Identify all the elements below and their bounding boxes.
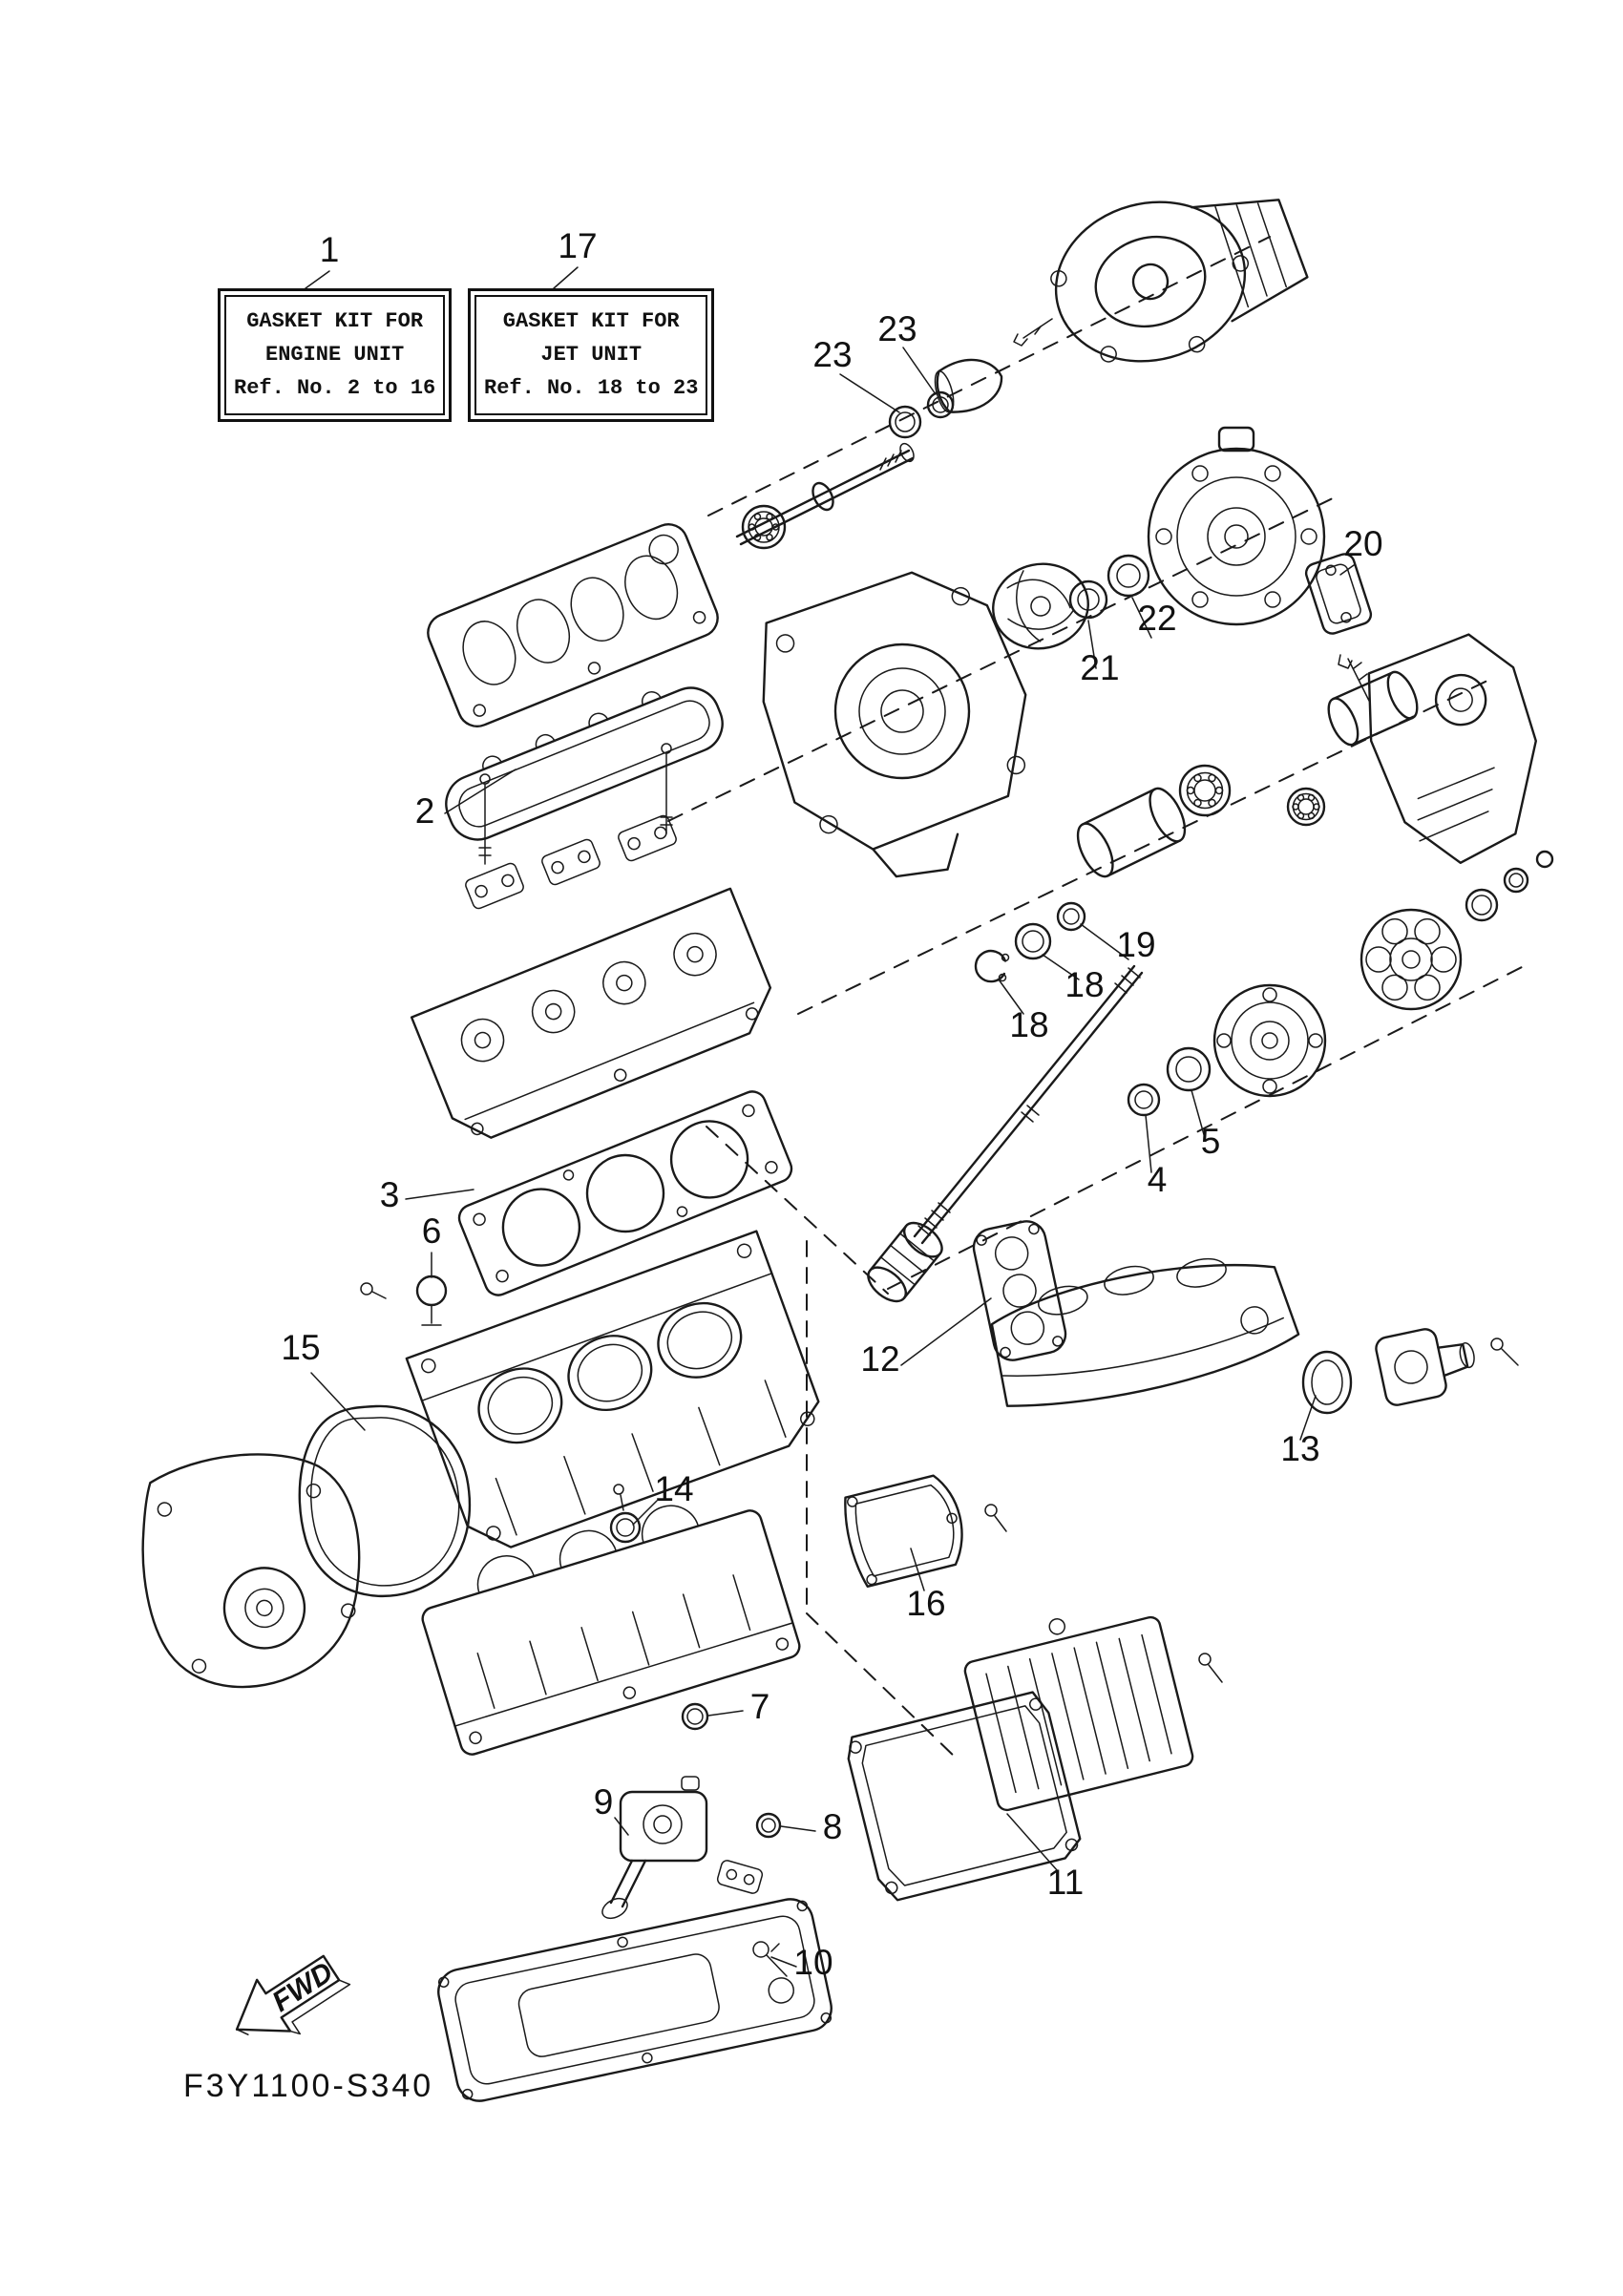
- camshaft-caps: [465, 814, 677, 910]
- jet-pump-stator-housing: [1050, 199, 1309, 363]
- circlip-18: [974, 949, 1010, 983]
- intermediate-drive-shaft: [735, 442, 915, 550]
- callout-19: 19: [1116, 925, 1155, 964]
- callout-20: 20: [1343, 524, 1382, 563]
- pump-housing-bolt: [1013, 318, 1053, 347]
- callout-9: 9: [594, 1782, 614, 1822]
- o-ring-8: [755, 1812, 782, 1839]
- callout-1: 1: [320, 230, 340, 269]
- cylinder-head-cover-gasket-2: [445, 686, 724, 841]
- oil-cooler-gasket-11: [847, 1691, 1082, 1902]
- kit-jet-line-1: GASKET KIT FOR: [502, 309, 680, 333]
- bearing-spacer-tube: [1076, 787, 1187, 878]
- o-ring-19: [1056, 901, 1086, 932]
- gasket-20: [1304, 553, 1373, 635]
- gasket-20-bolt: [1338, 654, 1370, 702]
- oil-seal-22: [1107, 554, 1150, 598]
- outlet-joint-13: [1301, 1350, 1353, 1415]
- washer-18: [1014, 922, 1052, 960]
- o-ring-14: [609, 1484, 642, 1544]
- jet-nozzle-bracket: [1367, 633, 1537, 864]
- coupling-damper: [1360, 908, 1463, 1011]
- oil-cooler: [963, 1615, 1194, 1812]
- o-ring-7: [681, 1702, 709, 1731]
- callout-22: 22: [1137, 599, 1176, 638]
- gasket-kit-engine-label-box: GASKET KIT FOR ENGINE UNIT Ref. No. 2 to…: [218, 288, 453, 422]
- callout-17: 17: [558, 226, 597, 265]
- callout-14: 14: [654, 1469, 693, 1508]
- callout-15: 15: [281, 1328, 320, 1367]
- oil-seal-21: [1068, 579, 1108, 620]
- outlet-fitting: [1375, 1328, 1475, 1406]
- generator-cover: [141, 1453, 361, 1689]
- generator-cover-gasket-15: [298, 1404, 472, 1598]
- spacer-sleeve: [1327, 670, 1419, 747]
- oil-pipe-bracket: [716, 1860, 764, 1894]
- kit-jet-line-2: JET UNIT: [540, 343, 643, 368]
- drawing-code: F3Y1100-S340: [183, 2068, 433, 2104]
- manifold-gasket-12: [972, 1220, 1067, 1361]
- ball-bearing-large: [1178, 764, 1232, 817]
- gasket-16-bolt: [984, 1504, 1007, 1532]
- fwd-label: FWD: [266, 1956, 338, 2018]
- callout-21: 21: [1080, 648, 1119, 687]
- drive-shaft: [913, 964, 1144, 1245]
- exploded-view-guide-lines: [667, 236, 1528, 1762]
- coupling-flange: [1212, 983, 1327, 1098]
- coupling-washer-stack: [1465, 850, 1554, 922]
- callout-3: 3: [380, 1175, 400, 1214]
- callout-11: 11: [1047, 1863, 1084, 1902]
- oil-pump-9: [601, 1776, 708, 1920]
- callout-18-a: 18: [1009, 1005, 1048, 1044]
- oil-seal-5: [1166, 1046, 1212, 1092]
- ball-bearing-small: [1286, 787, 1326, 827]
- o-ring-23-pair: [888, 390, 955, 439]
- gasket-16: [844, 1474, 963, 1589]
- callout-5: 5: [1201, 1122, 1221, 1161]
- impeller: [992, 562, 1089, 650]
- callout-7: 7: [750, 1687, 770, 1726]
- callout-2: 2: [415, 791, 435, 831]
- kit-jet-line-3: Ref. No. 18 to 23: [484, 376, 699, 401]
- shaft-coupler: [867, 1221, 943, 1303]
- jet-pump-housing-flange: [1147, 426, 1326, 626]
- cylinder-head-gasket-3: [457, 1090, 793, 1296]
- oil-cooler-bolt: [1198, 1653, 1223, 1683]
- washer-4: [1127, 1083, 1161, 1117]
- kit-engine-line-1: GASKET KIT FOR: [246, 309, 424, 333]
- callout-leader-lines: [305, 266, 1355, 1968]
- cylinder-head-cover: [427, 523, 719, 727]
- drain-bolt-10: [752, 1941, 788, 1977]
- drive-shaft-cone: [934, 358, 1003, 413]
- exhaust-manifold-12: [990, 1257, 1300, 1407]
- kit-engine-line-2: ENGINE UNIT: [265, 343, 405, 368]
- head-stud-bolts: [478, 743, 673, 865]
- callout-6: 6: [422, 1211, 442, 1251]
- callout-16: 16: [906, 1584, 945, 1623]
- kit-engine-line-3: Ref. No. 2 to 16: [234, 376, 436, 401]
- impeller-duct-housing: [762, 571, 1027, 878]
- callout-8: 8: [823, 1807, 843, 1846]
- callout-4: 4: [1148, 1160, 1168, 1199]
- cylinder-block: [405, 1230, 820, 1548]
- gasket-kit-jet-label-box: GASKET KIT FOR JET UNIT Ref. No. 18 to 2…: [468, 288, 715, 422]
- callout-23-right: 23: [877, 309, 917, 348]
- callout-13: 13: [1280, 1429, 1319, 1468]
- oil-pan: [437, 1898, 833, 2102]
- callout-23-left: 23: [812, 335, 852, 374]
- callout-18-b: 18: [1064, 965, 1104, 1004]
- callout-12: 12: [860, 1339, 899, 1379]
- outlet-bolt: [1490, 1338, 1519, 1366]
- cylinder-head: [410, 887, 772, 1139]
- anode-fitting-6: [360, 1274, 448, 1326]
- callout-10: 10: [793, 1943, 833, 1982]
- crankcase-lower: [421, 1505, 801, 1756]
- fwd-arrow: FWD: [235, 1954, 351, 2035]
